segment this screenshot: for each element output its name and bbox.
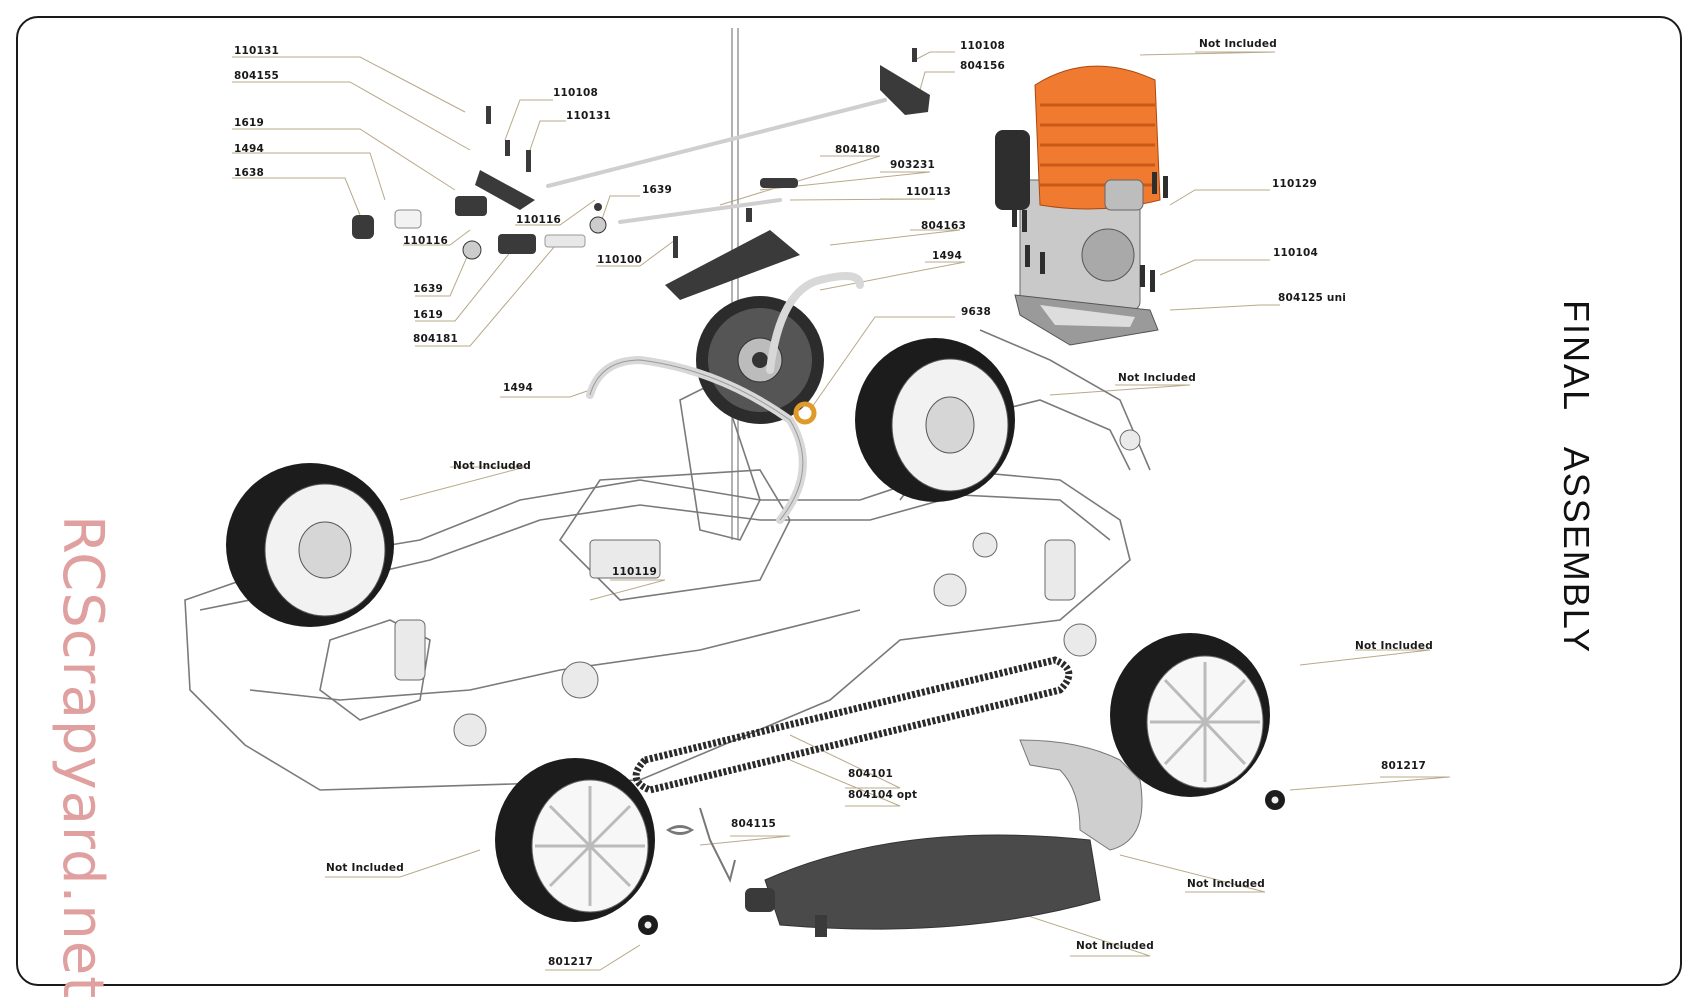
part-label: Not Included <box>1118 372 1196 384</box>
spring-804181 <box>544 234 586 248</box>
engine-mount <box>1014 294 1159 346</box>
part-label: 801217 <box>548 956 594 968</box>
wheel-right <box>1110 633 1270 797</box>
linkage-small-parts <box>352 48 930 300</box>
part-label: Not Included <box>1355 640 1433 652</box>
exhaust-pipe <box>745 739 1143 937</box>
part-label: 110113 <box>906 186 952 198</box>
part-label: 1639 <box>413 283 444 295</box>
part-label: 110100 <box>597 254 643 266</box>
engine <box>995 65 1161 311</box>
linkage-rods <box>546 98 887 224</box>
leader-lines <box>232 51 1451 971</box>
part-label: 110131 <box>566 110 612 122</box>
page-title: FINAL ASSEMBLY <box>1556 300 1597 655</box>
bearing-9638 <box>793 401 817 425</box>
part-label: 9638 <box>961 306 992 318</box>
part-label: 804104 opt <box>848 789 918 801</box>
part-label: 110131 <box>234 45 280 57</box>
part-label: 110104 <box>1273 247 1319 259</box>
part-label: 804125 uni <box>1278 292 1347 304</box>
part-label: 804101 <box>848 768 894 780</box>
part-label: 110108 <box>553 87 599 99</box>
part-label: Not Included <box>1199 38 1277 50</box>
spring-804115 <box>666 807 736 883</box>
part-label: 110119 <box>612 566 658 578</box>
part-label: 804155 <box>234 70 280 82</box>
spur-gear <box>696 296 824 424</box>
part-label: Not Included <box>1076 940 1154 952</box>
part-label: 804156 <box>960 60 1006 72</box>
drive-belt <box>632 656 1073 794</box>
part-label: 1639 <box>642 184 673 196</box>
part-label: 1619 <box>234 117 265 129</box>
part-label: 801217 <box>1381 760 1427 772</box>
part-label: 110108 <box>960 40 1006 52</box>
chassis-details <box>394 429 1141 747</box>
part-label: 804163 <box>921 220 967 232</box>
part-label: Not Included <box>326 862 404 874</box>
watermark: RCScrapyard.net <box>50 515 115 1000</box>
part-label: 1494 <box>503 382 534 394</box>
wheel-rear-left <box>226 463 394 627</box>
part-label: 110116 <box>403 235 449 247</box>
part-label: 804115 <box>731 818 777 830</box>
part-label: 1494 <box>932 250 963 262</box>
engine-screws <box>1012 172 1168 292</box>
part-label: 1638 <box>234 167 265 179</box>
part-label: Not Included <box>453 460 531 472</box>
part-label: 110129 <box>1272 178 1318 190</box>
part-label: 903231 <box>890 159 936 171</box>
fuel-lines-outline <box>589 359 804 521</box>
part-label: 1619 <box>413 309 444 321</box>
part-label: 1494 <box>234 143 265 155</box>
wheel-front-right-top <box>855 338 1015 502</box>
part-label: Not Included <box>1187 878 1265 890</box>
antenna-tube <box>731 28 739 540</box>
part-label: 804181 <box>413 333 459 345</box>
part-label: 110116 <box>516 214 562 226</box>
wheel-left-bottom <box>495 758 655 922</box>
part-label: 804180 <box>835 144 881 156</box>
